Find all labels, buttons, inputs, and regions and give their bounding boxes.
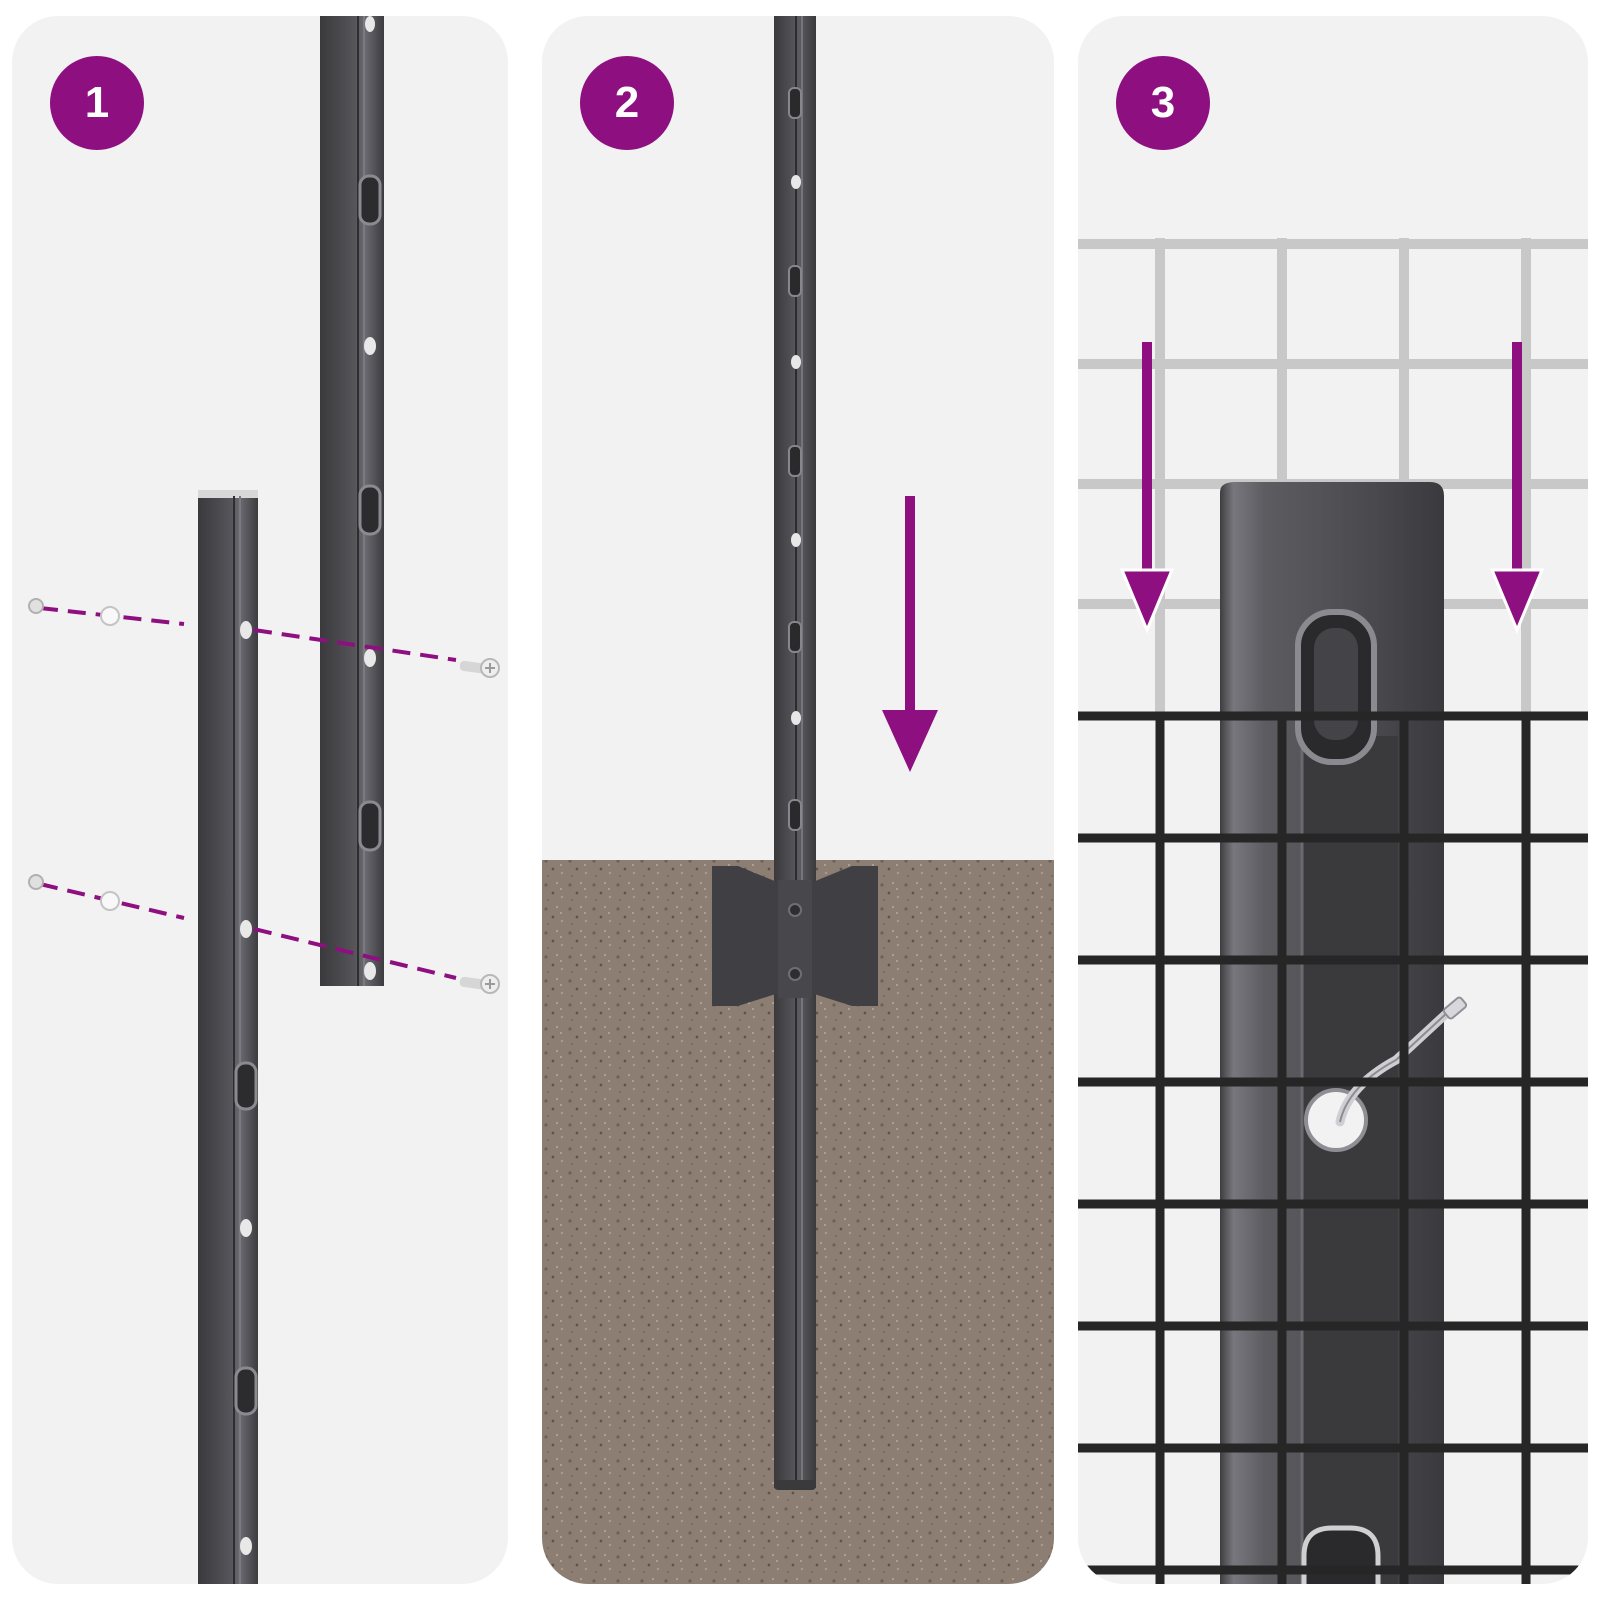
step-2-badge: 2 xyxy=(580,56,674,150)
screws xyxy=(459,658,500,994)
step-3-panel: 3 xyxy=(1078,16,1588,1584)
step-2-panel: 2 xyxy=(542,16,1054,1584)
post-joining-screws-icon xyxy=(28,16,500,1584)
down-arrow xyxy=(882,496,938,772)
step-3-badge: 3 xyxy=(1116,56,1210,150)
nuts-and-washers xyxy=(28,598,120,911)
down-arrows xyxy=(1119,342,1545,634)
mesh-hook-on-post-icon xyxy=(1078,238,1588,1584)
mesh-dark-lower xyxy=(1078,711,1588,1584)
fence-post-closeup xyxy=(1220,482,1468,1584)
step-1-badge: 1 xyxy=(50,56,144,150)
lower-post xyxy=(198,490,258,1584)
anchor-plates xyxy=(712,866,878,1006)
upper-post xyxy=(320,16,384,986)
step-1-panel: 1 xyxy=(12,16,508,1584)
fence-post xyxy=(774,16,816,1490)
post-into-ground-arrow-icon xyxy=(542,16,1054,1584)
